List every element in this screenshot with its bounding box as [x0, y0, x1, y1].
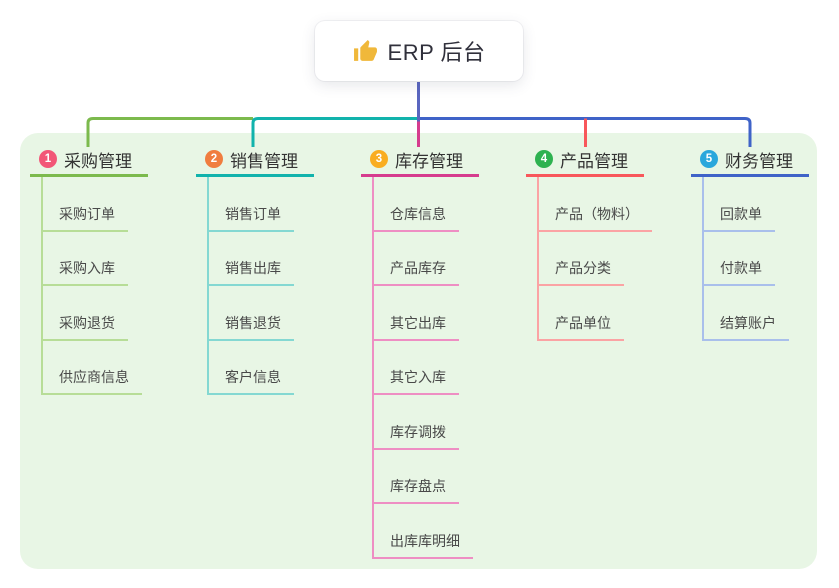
thumbs-up-icon — [353, 39, 377, 61]
child-row: 结算账户 — [702, 286, 809, 341]
child-topic[interactable]: 供应商信息 — [43, 367, 142, 395]
child-row: 采购入库 — [41, 231, 148, 286]
child-topic[interactable]: 其它出库 — [374, 313, 459, 341]
branch-children: 采购订单采购入库采购退货供应商信息 — [41, 177, 148, 395]
child-topic[interactable]: 付款单 — [704, 258, 775, 286]
child-topic[interactable]: 库存调拨 — [374, 422, 459, 450]
root-label: ERP 后台 — [387, 40, 486, 65]
branch-column-5: 5 财务管理回款单付款单结算账户 — [691, 144, 809, 341]
child-row: 产品分类 — [537, 231, 644, 286]
branch-column-1: 1 采购管理采购订单采购入库采购退货供应商信息 — [30, 144, 148, 395]
child-row: 出库库明细 — [372, 504, 479, 559]
child-row: 产品库存 — [372, 231, 479, 286]
branch-column-3: 3 库存管理仓库信息产品库存其它出库其它入库库存调拨库存盘点出库库明细 — [361, 144, 479, 559]
child-topic[interactable]: 回款单 — [704, 204, 775, 232]
branch-column-2: 2 销售管理销售订单销售出库销售退货客户信息 — [196, 144, 314, 395]
child-row: 产品（物料） — [537, 177, 652, 232]
child-row: 库存调拨 — [372, 395, 479, 450]
branches-panel — [20, 133, 817, 569]
branch-children: 回款单付款单结算账户 — [702, 177, 809, 341]
child-row: 产品单位 — [537, 286, 644, 341]
branch-topic-2[interactable]: 2 销售管理 — [196, 144, 314, 177]
child-row: 其它出库 — [372, 286, 479, 341]
child-row: 销售退货 — [207, 286, 314, 341]
child-topic[interactable]: 销售出库 — [209, 258, 294, 286]
child-row: 回款单 — [702, 177, 809, 232]
branch-topic-5[interactable]: 5 财务管理 — [691, 144, 809, 177]
child-topic[interactable]: 客户信息 — [209, 367, 294, 395]
child-topic[interactable]: 采购订单 — [43, 204, 128, 232]
child-topic[interactable]: 产品（物料） — [539, 204, 652, 232]
branch-column-4: 4 产品管理产品（物料） 产品分类产品单位 — [526, 144, 652, 341]
branch-topic-label: 销售管理 — [230, 151, 298, 171]
child-row: 付款单 — [702, 231, 809, 286]
child-row: 其它入库 — [372, 340, 479, 395]
branch-topic-label: 财务管理 — [725, 151, 793, 171]
child-topic[interactable]: 销售订单 — [209, 204, 294, 232]
branch-topic-label: 库存管理 — [395, 151, 463, 171]
child-row: 销售出库 — [207, 231, 314, 286]
branch-number-badge: 4 — [535, 150, 553, 168]
branch-topic-label: 采购管理 — [64, 151, 132, 171]
child-topic[interactable]: 采购入库 — [43, 258, 128, 286]
child-row: 库存盘点 — [372, 449, 479, 504]
child-topic[interactable]: 其它入库 — [374, 367, 459, 395]
branch-number-badge: 5 — [700, 150, 718, 168]
child-row: 供应商信息 — [41, 340, 148, 395]
child-topic[interactable]: 产品单位 — [539, 313, 624, 341]
child-row: 客户信息 — [207, 340, 314, 395]
child-topic[interactable]: 仓库信息 — [374, 204, 459, 232]
child-row: 仓库信息 — [372, 177, 479, 232]
branch-number-badge: 1 — [39, 150, 57, 168]
branch-children: 仓库信息产品库存其它出库其它入库库存调拨库存盘点出库库明细 — [372, 177, 479, 559]
child-topic[interactable]: 出库库明细 — [374, 531, 473, 559]
branch-topic-4[interactable]: 4 产品管理 — [526, 144, 644, 177]
child-topic[interactable]: 产品分类 — [539, 258, 624, 286]
branch-topic-3[interactable]: 3 库存管理 — [361, 144, 479, 177]
child-topic[interactable]: 采购退货 — [43, 313, 128, 341]
child-row: 销售订单 — [207, 177, 314, 232]
branch-topic-label: 产品管理 — [560, 151, 628, 171]
child-topic[interactable]: 销售退货 — [209, 313, 294, 341]
child-row: 采购订单 — [41, 177, 148, 232]
child-topic[interactable]: 结算账户 — [704, 313, 789, 341]
child-row: 采购退货 — [41, 286, 148, 341]
child-topic[interactable]: 产品库存 — [374, 258, 459, 286]
branch-topic-1[interactable]: 1 采购管理 — [30, 144, 148, 177]
branch-number-badge: 3 — [370, 150, 388, 168]
child-topic[interactable]: 库存盘点 — [374, 476, 459, 504]
branch-children: 销售订单销售出库销售退货客户信息 — [207, 177, 314, 395]
branch-children: 产品（物料） 产品分类产品单位 — [537, 177, 652, 341]
branch-number-badge: 2 — [205, 150, 223, 168]
root-node[interactable]: ERP 后台 — [315, 21, 523, 81]
